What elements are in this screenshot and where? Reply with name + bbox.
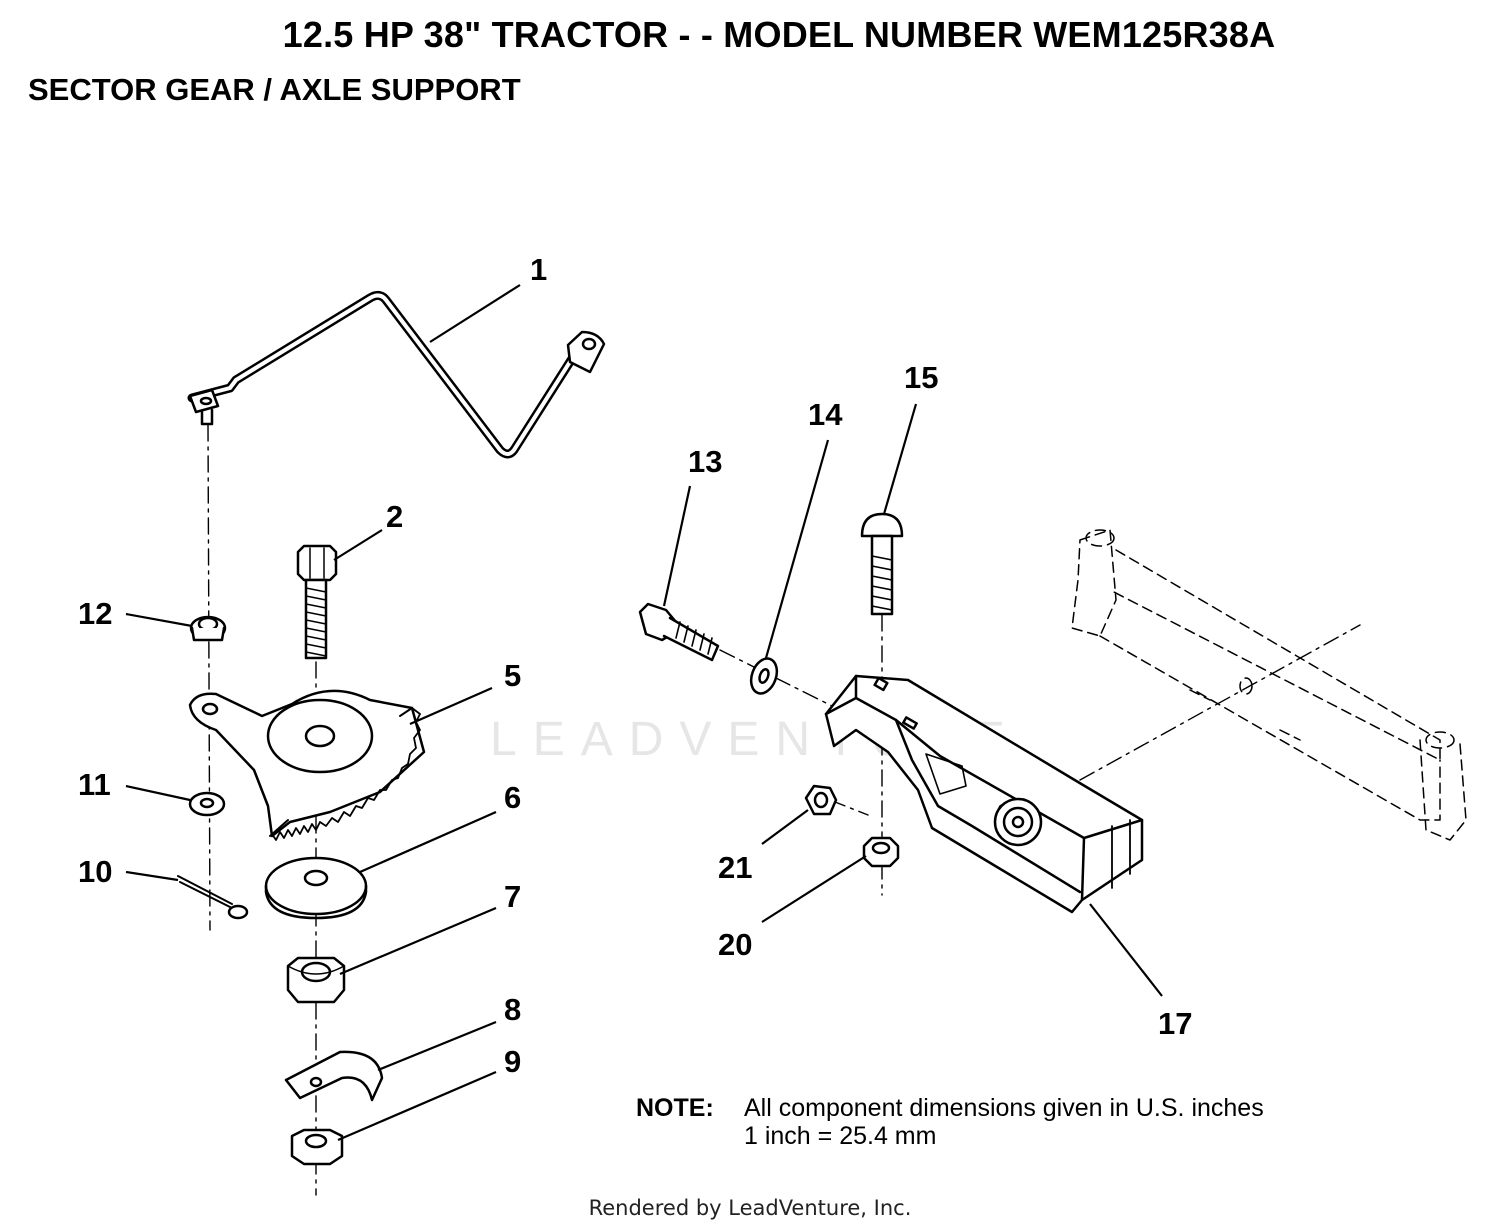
- hex-bolt-13: [638, 602, 720, 662]
- callout-21: 21: [718, 850, 752, 885]
- centerline-nut-21: [829, 799, 869, 816]
- hex-nut-7: [286, 956, 346, 1004]
- sector-gear: [188, 689, 426, 841]
- callout-15: 15: [904, 360, 938, 395]
- callout-1: 1: [530, 252, 547, 287]
- diagram-title: 12.5 HP 38" TRACTOR - - MODEL NUMBER WEM…: [282, 14, 1276, 55]
- footer-credit: Rendered by LeadVenture, Inc.: [588, 1196, 912, 1220]
- leader-2: [333, 529, 383, 561]
- note-label: NOTE:: [636, 1094, 714, 1122]
- leader-14: [764, 439, 830, 659]
- flange-nut-12: [189, 615, 227, 642]
- leader-13: [662, 485, 692, 607]
- axle-support-bracket: [824, 674, 1144, 914]
- centerline-axle: [1079, 624, 1361, 781]
- leader-15: [882, 403, 918, 515]
- leader-10: [125, 870, 179, 882]
- callout-8: 8: [504, 992, 521, 1027]
- callout-5: 5: [504, 658, 521, 693]
- leader-7: [339, 906, 497, 976]
- leader-8: [377, 1020, 497, 1072]
- clip-8: [284, 1050, 384, 1102]
- diagram-subtitle: SECTOR GEAR / AXLE SUPPORT: [28, 72, 521, 107]
- callout-10: 10: [78, 854, 112, 889]
- callout-13: 13: [688, 444, 722, 479]
- callout-11: 11: [78, 767, 111, 802]
- leader-12: [125, 612, 193, 628]
- leader-11: [125, 784, 191, 802]
- leader-20: [761, 855, 867, 923]
- leader-9: [337, 1070, 497, 1142]
- callout-17: 17: [1158, 1006, 1192, 1041]
- cotter-pin-10: [177, 875, 249, 920]
- callout-6: 6: [504, 780, 521, 815]
- callout-12: 12: [78, 596, 112, 631]
- washer-11: [188, 791, 226, 817]
- drag-link-rod: [187, 290, 606, 459]
- leader-17: [1089, 903, 1163, 997]
- phantom-front-axle: [1071, 529, 1467, 841]
- carriage-bolt-15: [860, 512, 904, 616]
- hex-nut-21: [804, 784, 838, 816]
- leader-6: [359, 810, 497, 874]
- washer-14: [749, 657, 779, 695]
- callout-14: 14: [808, 397, 843, 432]
- note-line-2: 1 inch = 25.4 mm: [744, 1122, 937, 1150]
- leader-21: [761, 809, 809, 845]
- callout-9: 9: [504, 1044, 521, 1079]
- spacer-6: [264, 856, 368, 920]
- callout-7: 7: [504, 879, 521, 914]
- note-line-1: All component dimensions given in U.S. i…: [744, 1094, 1264, 1122]
- leader-5: [409, 686, 493, 726]
- callout-2: 2: [386, 499, 403, 534]
- leader-1: [429, 284, 521, 343]
- hex-bolt-2: [296, 544, 338, 660]
- hex-nut-9: [290, 1128, 344, 1166]
- callout-20: 20: [718, 927, 752, 962]
- note-text: All component dimensions given in U.S. i…: [744, 1094, 1264, 1150]
- centerline-left: [207, 424, 211, 931]
- hex-nut-20: [862, 836, 900, 868]
